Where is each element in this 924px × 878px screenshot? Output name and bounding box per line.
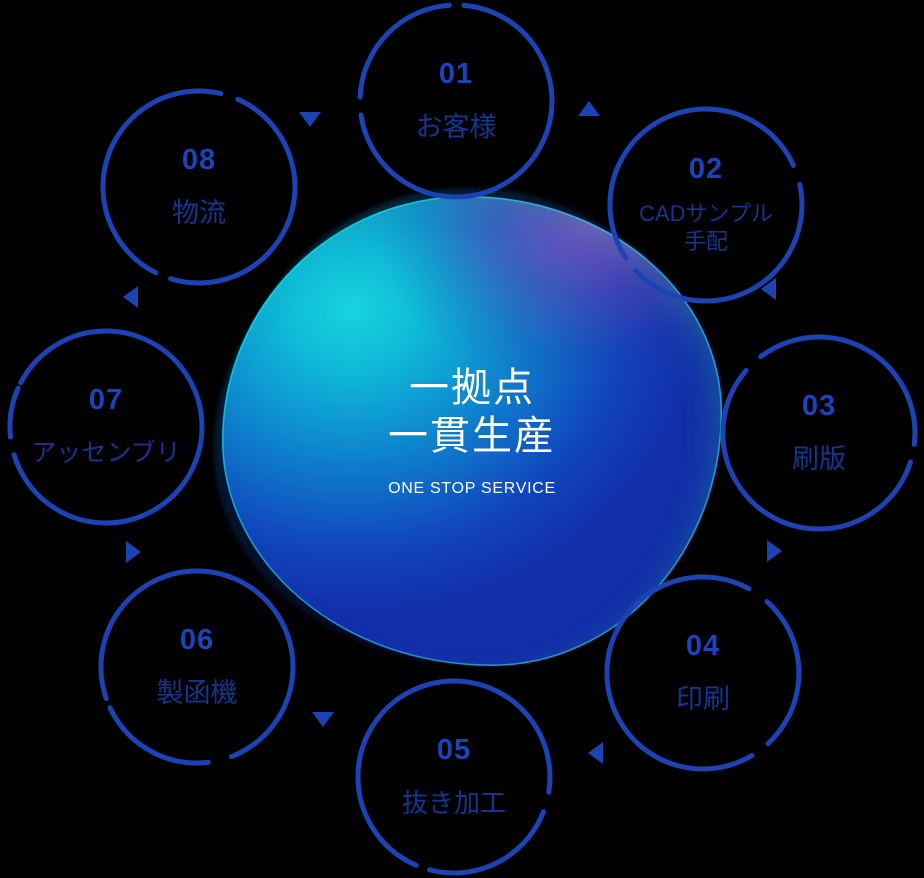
step-label: お客様: [415, 111, 497, 142]
center-title: 一拠点 一貫生産: [388, 364, 556, 460]
step-number: 01: [438, 57, 474, 90]
circle-ring-icon: [718, 332, 920, 534]
step-02-cad-sample[interactable]: 02 CADサンプル 手配: [605, 104, 807, 306]
circle-ring-icon: [5, 326, 207, 528]
center-title-line-2: 一貫生産: [388, 414, 556, 458]
step-number: 04: [685, 629, 721, 662]
step-number: 05: [436, 733, 472, 766]
step-03-plate-making[interactable]: 03 刷版: [718, 332, 920, 534]
step-number: 08: [181, 143, 217, 176]
step-label: 印刷: [676, 683, 730, 714]
step-label: 製函機: [156, 677, 238, 708]
step-label: CADサンプル 手配: [639, 200, 773, 254]
circle-ring-icon: [602, 572, 804, 774]
step-number: 03: [801, 389, 837, 422]
step-number: 02: [688, 152, 724, 185]
center-title-line-1: 一拠点: [409, 366, 535, 410]
arrow-08-to-01-icon: [299, 112, 321, 127]
circle-ring-icon: [96, 566, 298, 768]
step-07-assembly[interactable]: 07 アッセンブリ: [5, 326, 207, 528]
step-label: 物流: [172, 197, 226, 228]
step-label: 抜き加工: [401, 787, 506, 818]
step-06-box-making[interactable]: 06 製函機: [96, 566, 298, 768]
step-number: 07: [88, 383, 124, 416]
arrow-03-to-04-icon: [767, 540, 782, 562]
circle-ring-icon: [98, 86, 300, 288]
arrow-06-to-07-icon: [126, 541, 141, 563]
step-label: アッセンブリ: [31, 438, 181, 467]
step-05-die-cutting[interactable]: 05 抜き加工: [353, 676, 555, 878]
arrow-04-to-05-icon: [588, 742, 603, 764]
arrow-07-to-08-icon: [123, 286, 138, 308]
arrow-02-to-03-icon: [761, 278, 776, 300]
step-label: 刷版: [792, 443, 846, 474]
circle-ring-icon: [355, 0, 557, 202]
step-01-customer[interactable]: 01 お客様: [355, 0, 557, 202]
circle-ring-icon: [353, 676, 555, 878]
arrow-05-to-06-icon: [312, 712, 334, 727]
arrow-01-to-02-icon: [578, 101, 600, 116]
step-04-printing[interactable]: 04 印刷: [602, 572, 804, 774]
center-subtitle: ONE STOP SERVICE: [388, 480, 556, 497]
step-number: 06: [179, 623, 215, 656]
step-08-logistics[interactable]: 08 物流: [98, 86, 300, 288]
